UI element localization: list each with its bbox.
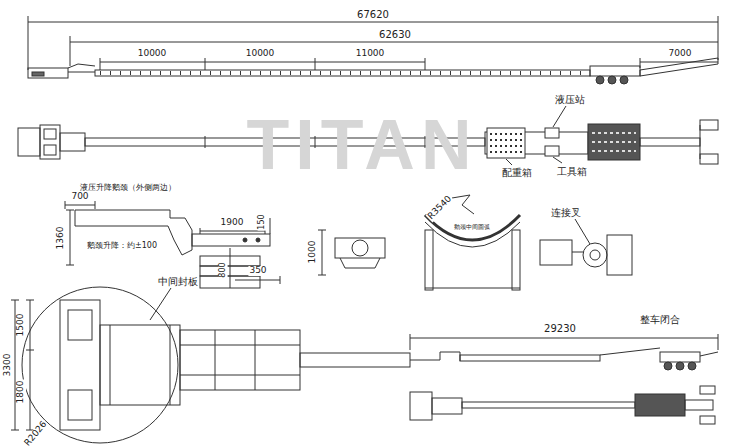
side-elevation xyxy=(28,58,718,84)
closed-vehicle-view xyxy=(410,334,718,424)
dimension-label: 1500 xyxy=(16,313,26,338)
dimension-label: 700 xyxy=(70,192,89,202)
dimension-label: 350 xyxy=(248,266,267,276)
dimension-label: 800 xyxy=(219,261,228,278)
dimension-label: 11000 xyxy=(355,49,386,59)
gooseneck-plan-detail xyxy=(11,287,410,443)
dimension-label: 3300 xyxy=(3,353,13,378)
dimension-label: 10000 xyxy=(137,49,168,59)
dimension-label: 1900 xyxy=(220,218,245,228)
overall-dimensions xyxy=(28,16,718,70)
note-label: 鹅颈升降：约±100 xyxy=(86,242,158,251)
connector-fork-detail xyxy=(540,219,632,275)
part-label: 连接叉 xyxy=(550,207,582,218)
watermark: TITAN xyxy=(246,107,479,184)
dimension-label: 29230 xyxy=(543,323,577,334)
part-label: 中间封板 xyxy=(157,276,199,287)
dimension-label: 1000 xyxy=(308,240,318,265)
dimension-label: 10000 xyxy=(245,49,276,59)
gooseneck-detail xyxy=(65,201,385,288)
part-label: 鹅颈中间圆弧 xyxy=(453,224,491,231)
dimension-label: 1800 xyxy=(16,380,26,405)
part-label: 整车闭合 xyxy=(639,314,681,325)
part-label: 工具箱 xyxy=(556,166,588,177)
part-label: 液压站 xyxy=(554,94,586,105)
radius-label: R3540 xyxy=(425,193,454,222)
dimension-label: 150 xyxy=(258,213,267,230)
dimension-label: 67620 xyxy=(356,9,390,20)
radius-label: R2026 xyxy=(22,419,50,447)
part-label: 配重箱 xyxy=(501,167,533,178)
part-label: 液压升降鹅颈（外侧两边） xyxy=(79,184,177,193)
dimension-label: 1360 xyxy=(56,226,66,251)
dimension-label: 7000 xyxy=(668,49,693,59)
dimension-label: 62630 xyxy=(378,29,412,40)
